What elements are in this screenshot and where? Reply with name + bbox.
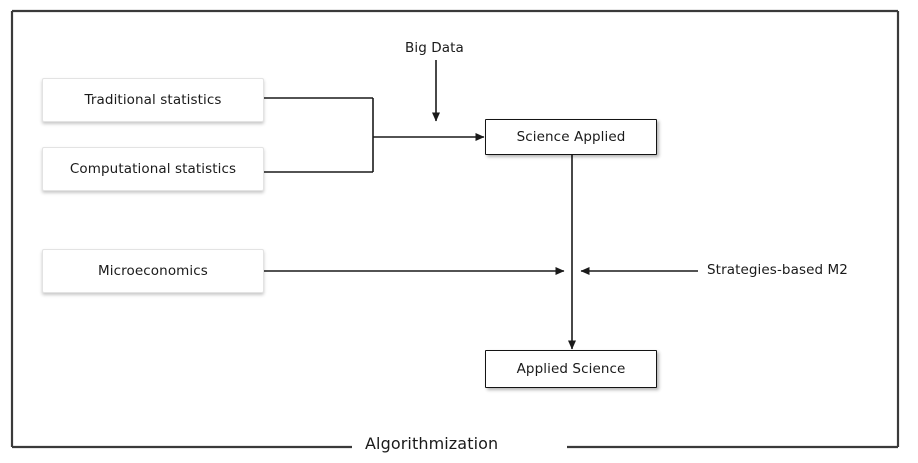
node-label-traditional-statistics: Traditional statistics <box>84 92 222 108</box>
node-label-computational-statistics: Computational statistics <box>69 161 237 177</box>
node-label-applied-science: Applied Science <box>516 361 626 377</box>
diagram-frame <box>10 9 900 449</box>
statistics-merge-bracket <box>264 97 374 173</box>
node-label-science-applied: Science Applied <box>516 129 626 145</box>
node-microeconomics[interactable]: Microeconomics <box>42 249 264 293</box>
node-label-microeconomics: Microeconomics <box>98 263 208 279</box>
frame-caption-algorithmization: Algorithmization <box>355 434 509 453</box>
label-big-data: Big Data <box>405 40 464 56</box>
node-computational-statistics[interactable]: Computational statistics <box>42 147 264 191</box>
node-science-applied[interactable]: Science Applied <box>485 119 657 155</box>
label-strategies-based-m2: Strategies-based M2 <box>707 262 848 278</box>
node-applied-science[interactable]: Applied Science <box>485 350 657 388</box>
node-traditional-statistics[interactable]: Traditional statistics <box>42 78 264 122</box>
